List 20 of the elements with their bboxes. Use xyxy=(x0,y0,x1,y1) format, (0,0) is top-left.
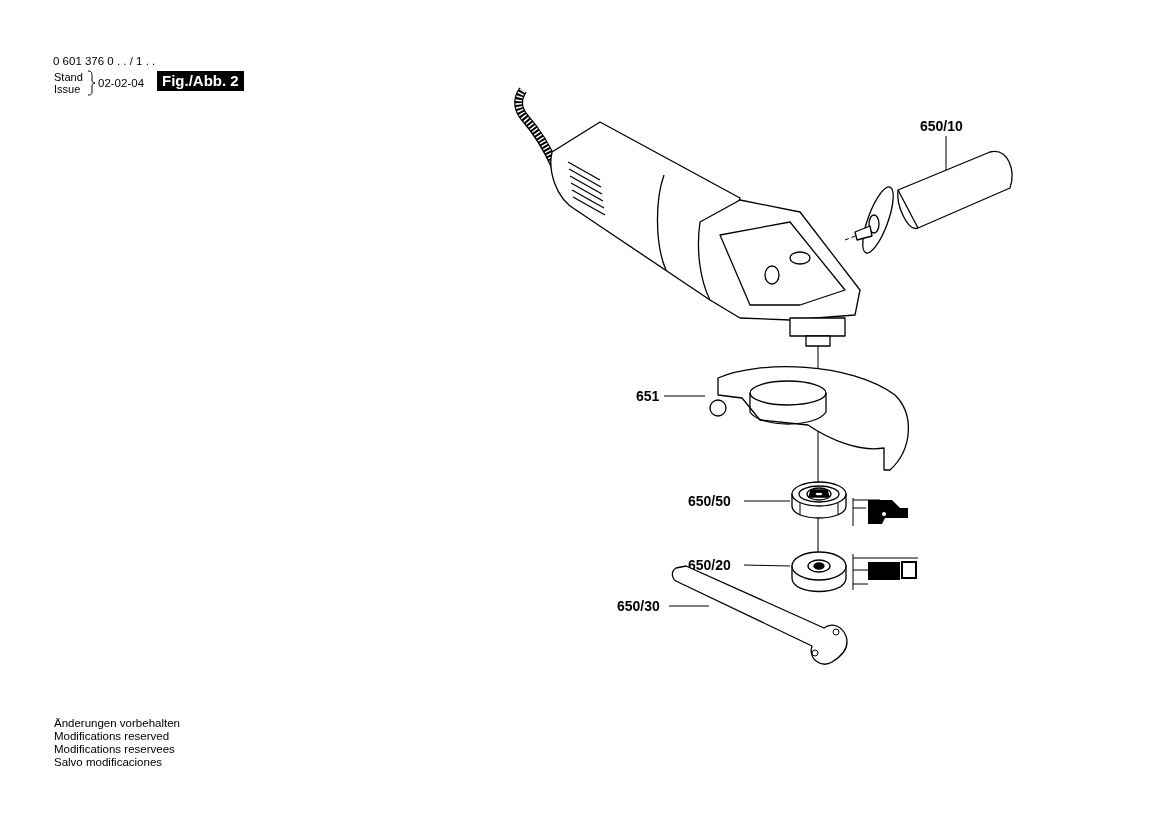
date-label: 02-02-04 xyxy=(98,77,145,90)
side-handle-drawing xyxy=(852,150,1016,255)
leader-line xyxy=(668,605,710,607)
stand-label: Stand xyxy=(54,71,83,84)
issue-label: Issue xyxy=(54,83,81,96)
figure-label: Fig./Abb. 2 xyxy=(157,71,244,91)
leader-line xyxy=(663,395,706,397)
note-text: Modifications reserved xyxy=(54,730,170,743)
callout-number: 650/30 xyxy=(617,598,660,614)
callout-number: 650/50 xyxy=(688,493,731,509)
mounting-flange-drawing xyxy=(790,480,848,522)
leader-line xyxy=(743,564,791,567)
leader-line xyxy=(743,500,791,502)
callout-number: 650/20 xyxy=(688,557,731,573)
note-text: Modifications reservees xyxy=(54,743,175,756)
note-text: Änderungen vorbehalten xyxy=(54,717,180,730)
callout-number: 650/10 xyxy=(920,118,963,134)
callout-number: 651 xyxy=(636,388,660,404)
note-text: Salvo modificaciones xyxy=(54,756,163,769)
part-number: 0 601 376 0 . . / 1 . . xyxy=(53,55,156,68)
